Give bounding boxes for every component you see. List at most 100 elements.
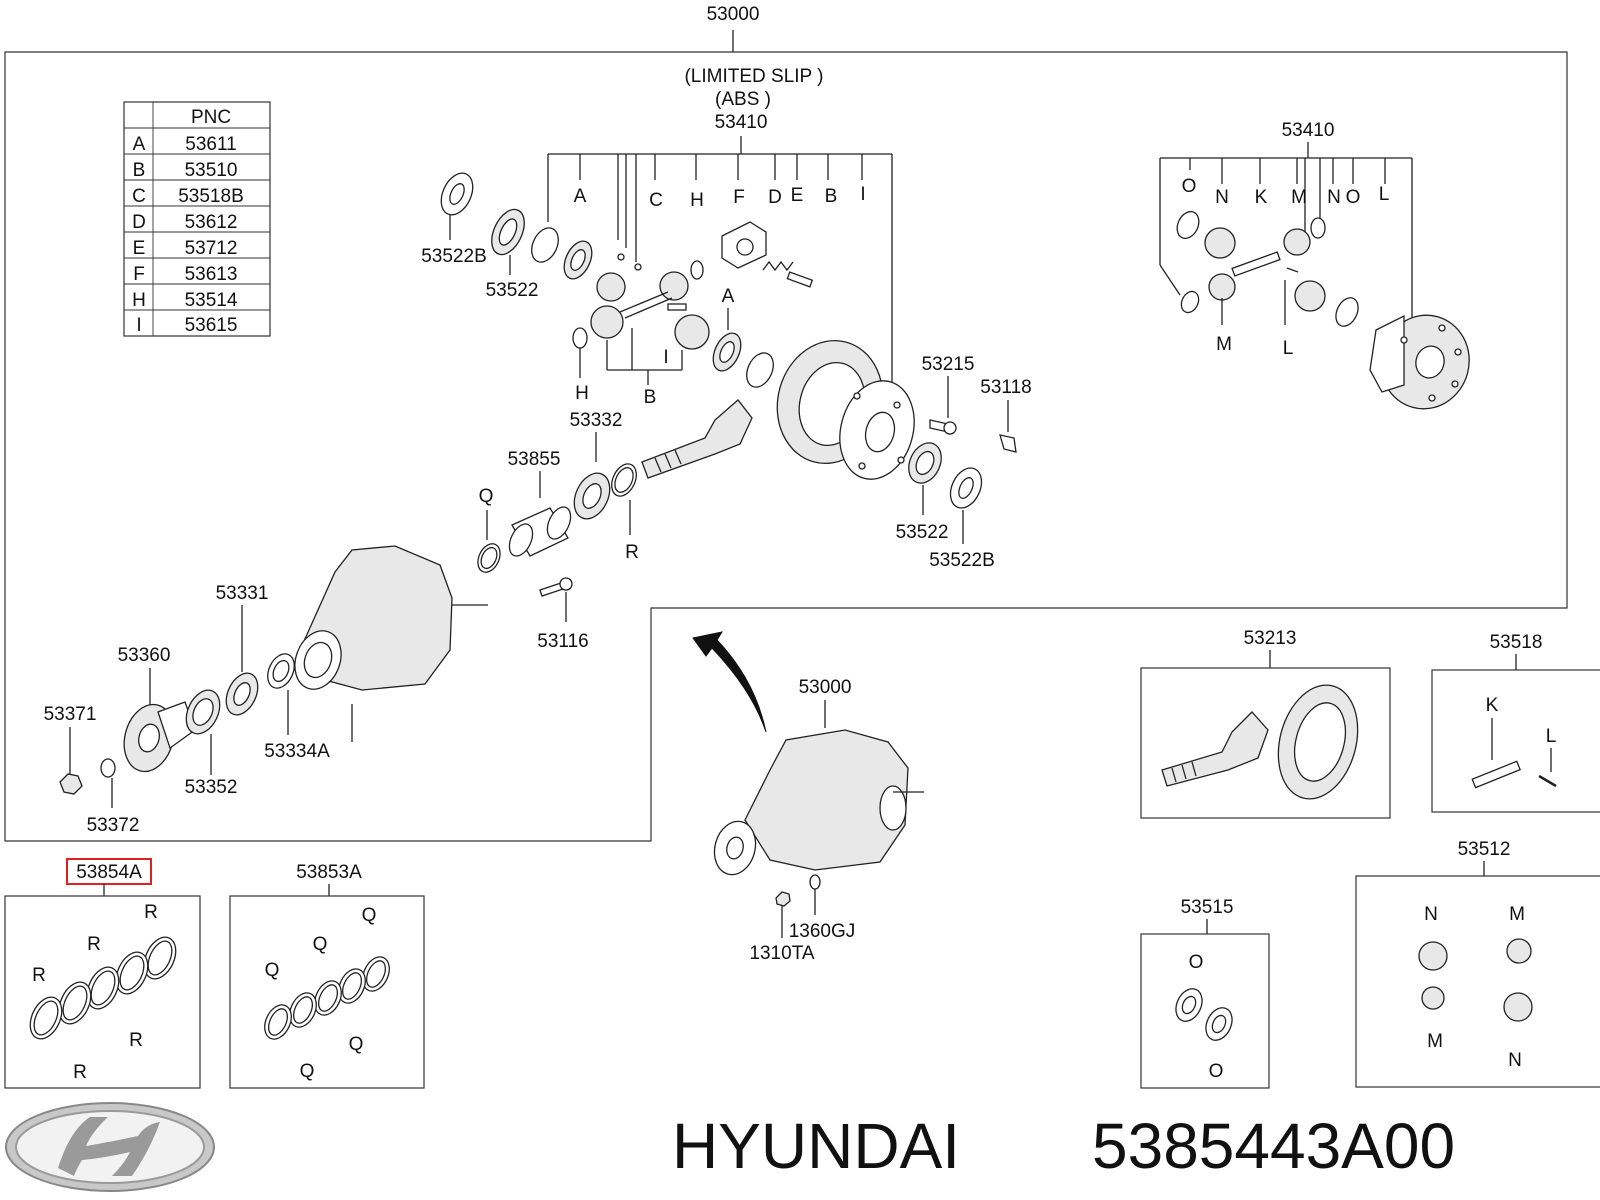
highlight-box [66,858,152,885]
label-53334A: 53334A [264,741,330,762]
brand-name: HYUNDAI [672,1110,960,1182]
pin-icon [1286,267,1299,273]
pnc-value: 53611 [185,134,236,155]
label-53522: 53522 [486,280,539,301]
nut-icon [59,773,83,795]
letter-I: I [860,184,865,205]
hyundai-logo-icon [5,1102,215,1192]
letter-C: C [649,190,663,211]
label-53000: 53000 [799,677,852,698]
letter-B: B [825,186,838,207]
letter-O: O [1189,952,1204,973]
letter-L: L [1283,338,1294,359]
label-53118: 53118 [980,377,1031,398]
letter-N: N [1327,187,1341,208]
side-gear-icon [674,314,710,350]
pinion-gear-icon [1283,228,1311,256]
pinion-shaft-icon [1231,251,1281,277]
label-53855: 53855 [508,449,561,470]
letter-O: O [1346,187,1361,208]
letter-N: N [1215,187,1229,208]
side-gear-icon [1421,986,1445,1010]
letter-Q: Q [265,960,280,981]
letter-B: B [644,387,657,408]
pnc-value: 53518B [178,186,244,207]
washer-icon [1176,210,1200,240]
label-53000-top: 53000 [707,4,760,25]
pin-icon [786,271,814,288]
letter-M: M [1427,1031,1443,1052]
bearing-hole-icon [498,218,518,246]
pnc-value: 53510 [185,160,238,181]
letter-K: K [1486,695,1499,716]
label-53410: 53410 [715,112,768,133]
letter-M: M [1291,187,1307,208]
washer-icon [1180,290,1200,314]
letter-L: L [1379,184,1390,205]
letter-N: N [1424,904,1438,925]
pnc-key: D [132,212,146,233]
carrier-housing-icon [744,729,909,871]
side-gear-icon [1294,280,1326,312]
letter-R: R [73,1062,87,1083]
label-53372: 53372 [87,815,140,836]
letter-R: R [87,934,101,955]
letter-R: R [144,902,158,923]
letter-E: E [791,185,804,206]
letter-N: N [1508,1050,1522,1071]
pinion-gear-icon [596,272,626,302]
letter-O: O [1209,1061,1224,1082]
letter-O: O [1182,176,1197,197]
letter-M: M [1509,904,1525,925]
case-bolt-icon [853,392,861,400]
label-53522: 53522 [896,522,949,543]
pinion-gear-icon [1503,992,1533,1022]
letter-R: R [625,542,639,563]
box-53854A: 53854A R R R R R [4,858,201,1089]
washer-icon [1310,217,1326,239]
label-53352: 53352 [185,777,238,798]
pnc-value: 53514 [185,290,238,311]
label-53410: 53410 [1282,120,1335,141]
label-53522B: 53522B [421,246,487,267]
label-53215: 53215 [922,354,975,375]
box-53853A: 53853A Q Q Q Q Q [229,862,425,1089]
pnc-key: F [133,264,145,285]
label-53853A: 53853A [296,862,362,883]
box-53515: 53515 O O [1140,897,1270,1089]
label-53522B: 53522B [929,550,995,571]
label-1360GJ: 1360GJ [789,921,856,942]
group-53410-right: 53410 O N K M N O L M L [1159,120,1470,410]
label-53515: 53515 [1181,897,1234,918]
letter-Q: Q [300,1061,315,1082]
main-frame: 53000 (LIMITED SLIP ) (ABS ) [4,4,1568,842]
pinion-gear-icon [1418,941,1448,971]
side-gear-icon [1506,938,1532,964]
group-53410-left: 53410 A C H F D E B I 53522B 53522 [421,112,893,408]
drive-pinion-icon [1161,711,1269,787]
lock-pin-icon [1538,774,1557,788]
spring-icon [762,260,794,272]
label-53854A: 53854A [76,862,142,883]
label-53213: 53213 [1244,628,1297,649]
letter-D: D [768,187,782,208]
box-53213: 53213 [1140,628,1391,819]
washer-icon [100,758,116,778]
part-number: 5385443A00 [1092,1110,1455,1182]
letter-A: A [722,286,735,307]
box-53518: 53518 K L [1431,632,1600,813]
pnc-key: E [133,238,146,259]
label-53512: 53512 [1458,839,1511,860]
letter-F: F [733,187,745,208]
label-53518: 53518 [1490,632,1543,653]
pnc-key: C [132,186,146,207]
pinion-gear-icon [1204,227,1236,259]
pinion-shaft-icon [1471,760,1521,789]
pnc-key: I [136,315,141,336]
letter-L: L [1546,726,1557,747]
washer-icon [690,260,704,280]
letter-A: A [574,186,587,207]
pin-icon [667,303,687,311]
pnc-key: A [133,134,146,155]
